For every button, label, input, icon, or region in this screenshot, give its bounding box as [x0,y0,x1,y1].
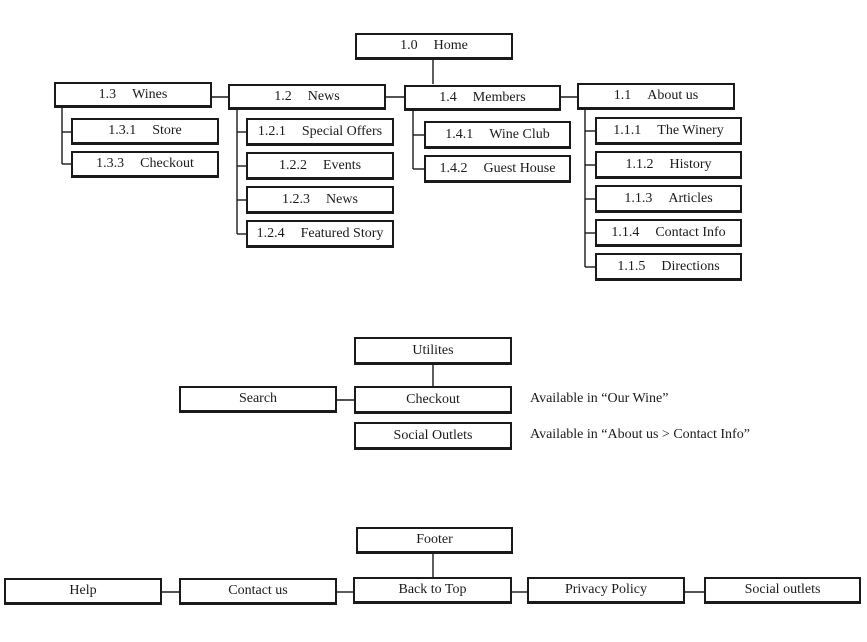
node-number: 1.4 [439,89,457,105]
node-footer-contact-us: Contact us [179,578,337,605]
node-social-outlets: Social Outlets [354,422,512,450]
node-number: 1.2.1 [257,123,286,139]
node-footer: Footer [356,527,513,554]
node-label: Featured Story [300,225,384,241]
node-the-winery: 1.1.1 The Winery [595,117,742,145]
node-guest-house: 1.4.2 Guest House [424,155,571,183]
node-featured-story: 1.2.4 Featured Story [246,220,394,248]
node-footer-social-outlets: Social outlets [704,577,861,604]
node-label: Store [152,123,182,138]
node-utility-checkout: Checkout [354,386,512,414]
node-news-sub: 1.2.3 News [246,186,394,214]
node-number: 1.1.3 [624,190,653,206]
node-number: 1.1.5 [617,258,646,274]
node-label: Wines [132,86,168,102]
node-number: 1.2.4 [256,225,285,241]
node-footer-privacy-policy: Privacy Policy [527,577,685,604]
node-number: 1.1.4 [611,224,640,240]
node-label: History [669,156,712,172]
node-number: 1.1.2 [625,156,654,172]
node-number: 1.4.1 [445,126,474,142]
node-store: 1.3.1 Store [71,118,219,145]
node-utilities: Utilites [354,337,512,365]
social-availability-note: Available in “About us > Contact Info” [530,427,750,442]
node-members: 1.4 Members [404,85,561,111]
node-special-offers: 1.2.1 Special Offers [246,118,394,146]
node-label: Articles [668,190,713,206]
node-number: 1.1 [613,88,632,103]
checkout-availability-note: Available in “Our Wine” [530,391,669,406]
node-wines: 1.3 Wines [54,82,212,108]
node-number: 1.3.3 [96,156,125,171]
node-directions: 1.1.5 Directions [595,253,742,281]
node-number: 1.2 [274,88,292,104]
node-number: 1.1.1 [613,122,642,138]
node-label: Events [322,157,362,173]
node-label: Checkout [140,156,194,171]
node-footer-back-to-top: Back to Top [353,577,512,604]
node-about-us: 1.1 About us [577,83,735,110]
node-history: 1.1.2 History [595,151,742,179]
node-label: About us [647,88,699,103]
node-label: Special Offers [301,123,383,139]
node-label: News [307,88,340,104]
node-label: Home [433,38,468,53]
node-contact-info: 1.1.4 Contact Info [595,219,742,247]
node-number: 1.2.2 [278,157,307,173]
node-search: Search [179,386,337,413]
node-wine-club: 1.4.1 Wine Club [424,121,571,149]
node-label: Members [472,89,526,105]
node-wines-checkout: 1.3.3 Checkout [71,151,219,178]
node-number: 1.3.1 [108,123,137,138]
node-number: 1.3 [98,86,117,102]
node-number: 1.2.3 [282,191,311,207]
node-label: Contact Info [655,224,726,240]
node-number: 1.4.2 [439,160,468,176]
node-events: 1.2.2 Events [246,152,394,180]
node-news: 1.2 News [228,84,386,110]
node-number: 1.0 [400,38,418,53]
node-footer-help: Help [4,578,162,605]
node-articles: 1.1.3 Articles [595,185,742,213]
node-label: Wine Club [489,126,550,142]
node-label: Directions [661,258,720,274]
node-label: The Winery [657,122,724,138]
node-label: News [326,191,358,207]
node-label: Guest House [483,160,556,176]
node-home: 1.0 Home [355,33,513,60]
